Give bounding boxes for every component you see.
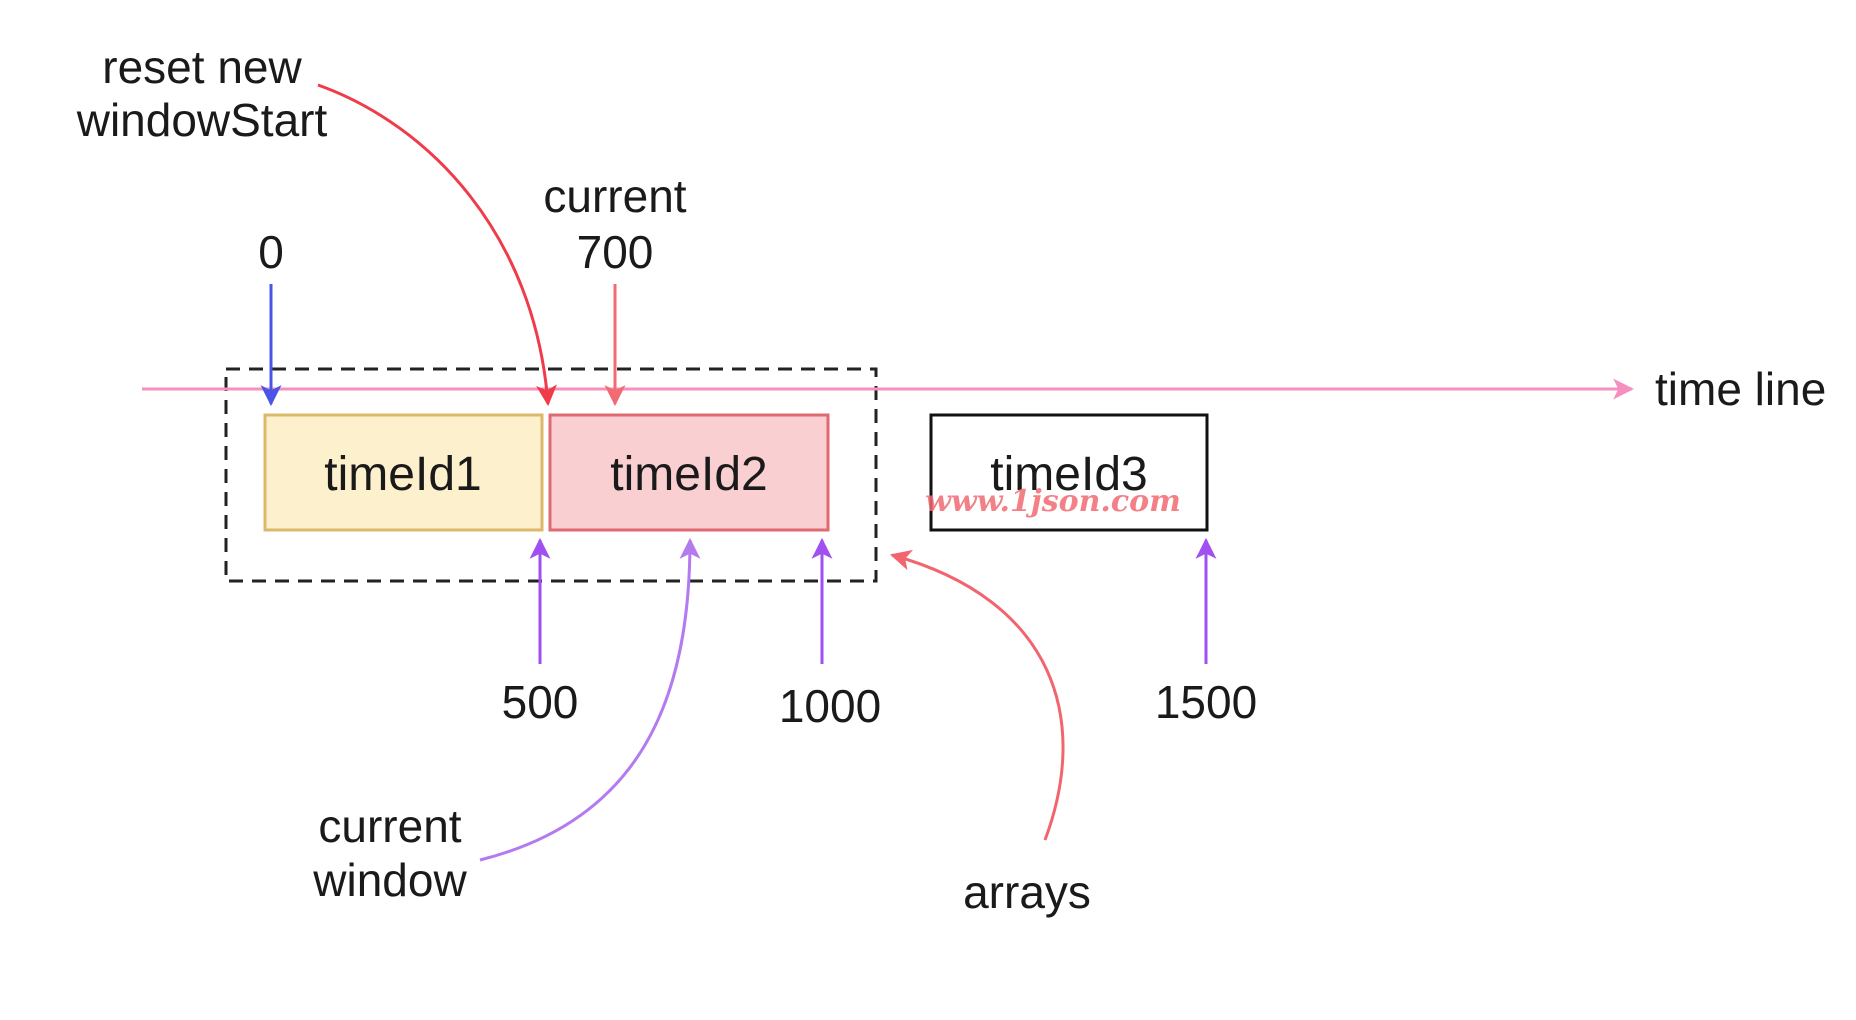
current-window-label-line2: window bbox=[312, 854, 467, 906]
box-timeid1-rect bbox=[263, 413, 544, 532]
reset-windowstart-arrow bbox=[317, 83, 558, 407]
reset-label-line2: windowStart bbox=[76, 94, 328, 146]
box-timeid3-label: timeId3 bbox=[990, 448, 1147, 501]
timeline-label: time line bbox=[1655, 363, 1826, 415]
reset-label-line1: reset new bbox=[102, 41, 302, 93]
box-timeid3: timeId3 bbox=[929, 413, 1209, 532]
current-value: 700 bbox=[577, 226, 654, 278]
arrays-arrow bbox=[889, 549, 1065, 841]
arrays-frame bbox=[224, 367, 878, 583]
box-timeid2: timeId2 bbox=[548, 413, 830, 532]
tick-500-label: 500 bbox=[502, 676, 579, 728]
watermark: www.1json.com bbox=[925, 484, 1181, 519]
box-timeid2-label: timeId2 bbox=[610, 448, 767, 501]
current-window-arrow bbox=[479, 537, 701, 862]
box-timeid2-rect bbox=[548, 413, 830, 532]
tick-1500-label: 1500 bbox=[1155, 676, 1257, 728]
current-label: current bbox=[543, 170, 686, 222]
zero-label: 0 bbox=[258, 226, 284, 278]
box-timeid3-rect bbox=[929, 413, 1209, 532]
arrays-label: arrays bbox=[963, 866, 1091, 918]
current-window-label-line1: current bbox=[318, 800, 461, 852]
box-timeid1-label: timeId1 bbox=[324, 448, 481, 501]
tick-1000-label: 1000 bbox=[779, 680, 881, 732]
box-timeid1: timeId1 bbox=[263, 413, 544, 532]
